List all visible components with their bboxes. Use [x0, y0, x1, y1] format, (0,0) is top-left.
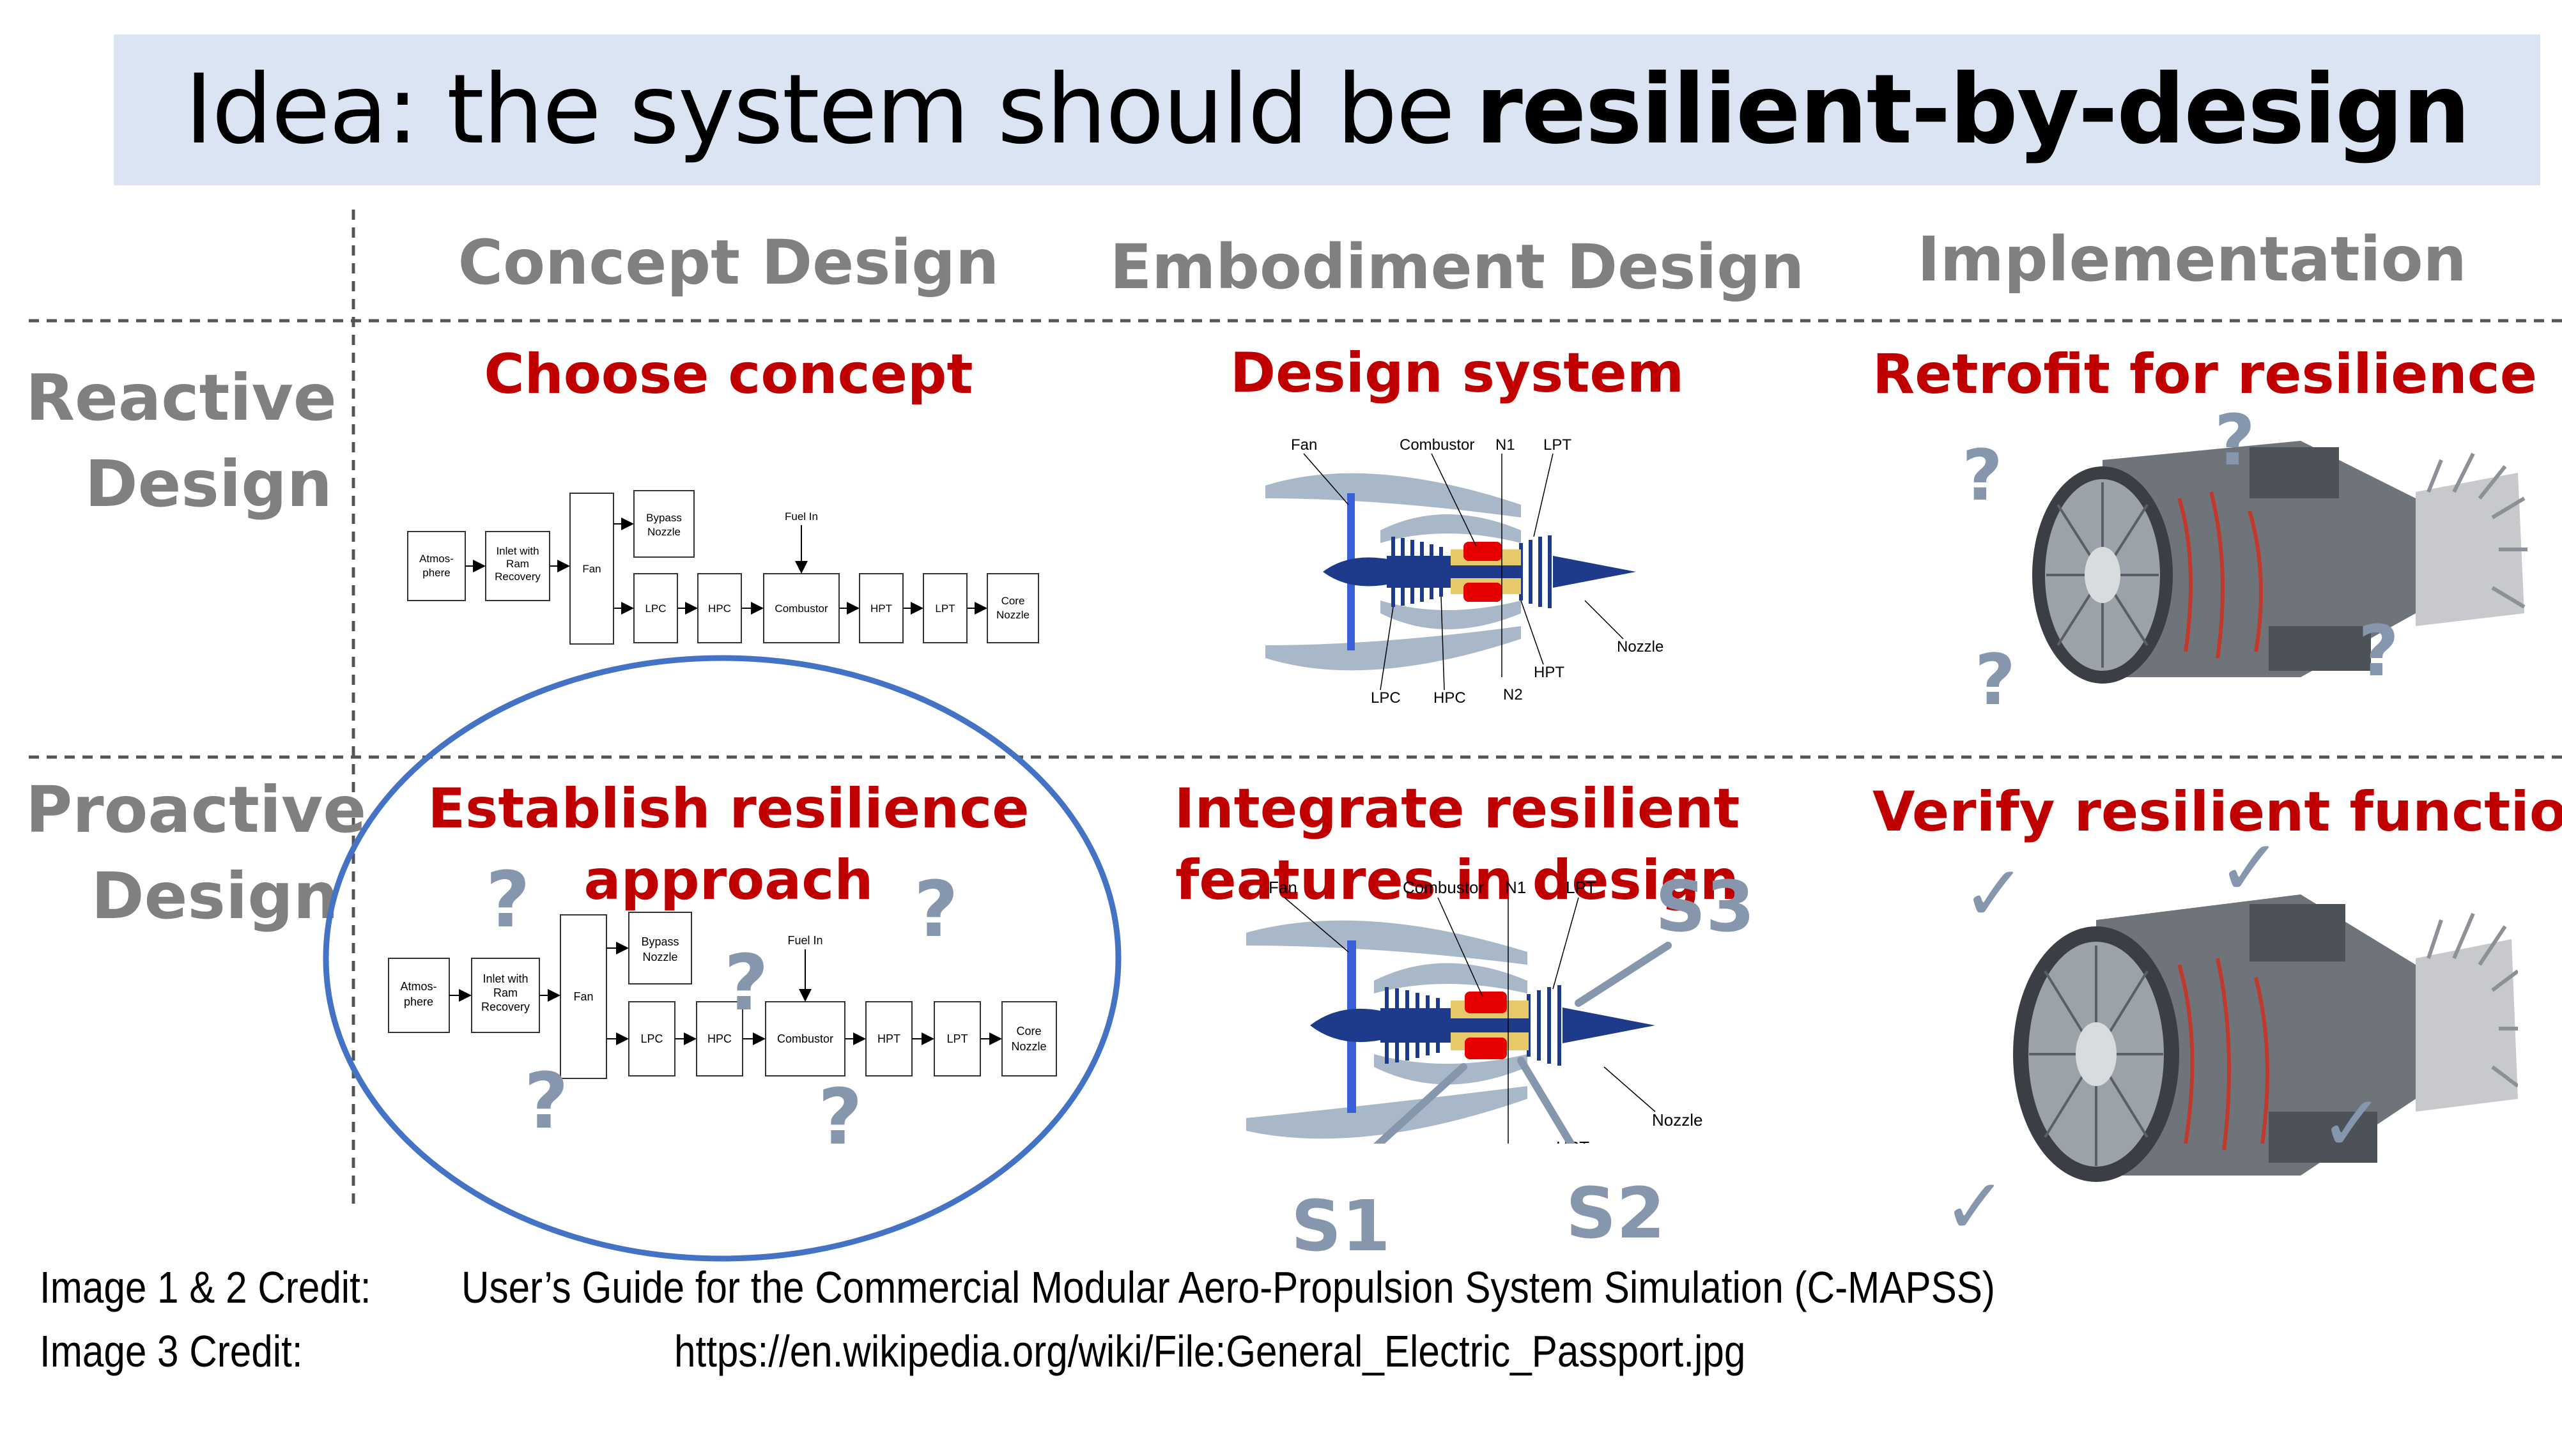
bd2-fan: Fan [573, 990, 593, 1003]
check-mark: ✓ [2320, 1080, 2384, 1169]
bd-atmosphere: Atmos- [419, 553, 454, 565]
engine-label-nozzle: Nozzle [1617, 638, 1663, 655]
sensor-s3-label: S3 [1655, 866, 1755, 947]
task-design-system: Design system [1230, 341, 1685, 405]
bd2-bypass-2: Nozzle [642, 951, 677, 963]
engine-label-n2: N2 [1503, 686, 1523, 703]
engine2-label-nozzle: Nozzle [1652, 1110, 1702, 1130]
bd2-inlet: Inlet with [482, 972, 528, 985]
engine-schematic-proactive: Fan Combustor N1 LPT Nozzle HPT LPC HPC … [1246, 878, 1702, 1144]
engine-label-fan: Fan [1291, 436, 1317, 454]
credit-label-1: Image 1 & 2 Credit: [40, 1262, 371, 1312]
engine2-label-fan: Fan [1269, 878, 1297, 897]
title-band [114, 34, 2540, 185]
question-mark: ? [524, 1057, 569, 1146]
turbofan-image-reactive [2032, 441, 2527, 684]
question-mark: ? [724, 939, 769, 1028]
row-header-reactive: Reactive Design [26, 355, 337, 527]
bd2-combustor: Combustor [777, 1032, 833, 1045]
task-retrofit: Retrofit for resilience [1872, 342, 2538, 406]
question-mark: ? [914, 866, 959, 954]
bd2-lpt: LPT [946, 1032, 968, 1045]
row-header-reactive-line1: Reactive [26, 360, 337, 435]
bd2-inlet-3: Recovery [481, 1000, 530, 1013]
task-establish-resilience: Establish resilience approach [409, 773, 1048, 916]
bd-fan: Fan [582, 563, 601, 575]
question-mark: ? [1962, 434, 2003, 516]
question-mark: ? [818, 1073, 863, 1162]
engine2-label-combustor: Combustor [1403, 878, 1484, 897]
column-header-concept: Concept Design [458, 227, 999, 298]
credit-text-2: https://en.wikipedia.org/wiki/File:Gener… [674, 1326, 1746, 1376]
engine-schematic-reactive: Fan Combustor N1 LPT Nozzle HPT LPC HPC … [1265, 436, 1663, 707]
bd-atmosphere-2: phere [422, 567, 450, 579]
question-mark: ? [2358, 610, 2399, 692]
task-verify-resilient: Verify resilient function [1872, 780, 2562, 844]
bd-inlet-2: Ram [506, 558, 529, 570]
column-header-embodiment: Embodiment Design [1109, 231, 1805, 303]
bd-core: Core [1001, 595, 1025, 607]
check-mark: ✓ [1962, 850, 2026, 939]
bd2-atmosphere: Atmos- [400, 980, 436, 993]
bd2-atmosphere-2: phere [404, 995, 433, 1008]
turbofan-image-proactive [2013, 894, 2518, 1182]
bd-hpt: HPT [870, 602, 892, 615]
row-header-proactive-line2: Design [91, 859, 339, 933]
engine-label-hpt: HPT [1534, 664, 1564, 681]
engine-label-n1: N1 [1495, 436, 1515, 454]
row-header-proactive: Proactive Design [26, 767, 367, 939]
task-choose-concept: Choose concept [484, 342, 973, 406]
slide-title: Idea: the system should be resilient-by-… [114, 34, 2540, 185]
bd-inlet-3: Recovery [495, 571, 541, 583]
check-mark: ✓ [2218, 824, 2282, 913]
bd2-lpc: LPC [640, 1032, 663, 1045]
engine-label-hpc: HPC [1433, 689, 1466, 707]
check-mark: ✓ [1943, 1163, 2007, 1252]
bd2-core: Core [1016, 1025, 1041, 1038]
task-integrate-resilient: Integrate resilient features in design [1138, 773, 1777, 916]
row-header-proactive-line1: Proactive [26, 772, 367, 847]
sensor-s1-label: S1 [1291, 1185, 1391, 1267]
bd2-hpc: HPC [707, 1032, 732, 1045]
engine-label-lpt: LPT [1543, 436, 1571, 454]
row-header-reactive-line2: Design [84, 447, 332, 521]
task-integrate-line2: features in design [1175, 848, 1739, 912]
bd-core-2: Nozzle [996, 609, 1030, 621]
bd2-inlet-2: Ram [493, 986, 518, 999]
credit-text-1: User’s Guide for the Commercial Modular … [461, 1262, 1995, 1312]
sensor-s2-label: S2 [1566, 1172, 1665, 1254]
engine-label-combustor: Combustor [1400, 436, 1474, 454]
bd-combustor: Combustor [775, 602, 828, 615]
bd-fuel: Fuel In [785, 510, 818, 523]
task-establish-line2: approach [583, 848, 874, 912]
question-mark: ? [1975, 639, 2016, 721]
bd-inlet: Inlet with [496, 545, 539, 557]
column-header-implementation: Implementation [1917, 224, 2467, 295]
bd2-core-2: Nozzle [1011, 1040, 1046, 1053]
bd2-bypass: Bypass [641, 935, 679, 948]
bd2-hpt: HPT [877, 1032, 900, 1045]
engine2-label-n1: N1 [1505, 878, 1526, 897]
question-mark: ? [2214, 399, 2255, 481]
task-integrate-line1: Integrate resilient [1174, 777, 1740, 841]
title-emphasis: resilient-by-design [1475, 54, 2471, 165]
task-establish-line1: Establish resilience [428, 777, 1030, 841]
engine2-label-lpt: LPT [1566, 878, 1596, 897]
bd-bypass-2: Nozzle [647, 526, 681, 538]
bd-bypass: Bypass [646, 512, 682, 524]
bd-hpc: HPC [708, 602, 731, 615]
question-mark: ? [486, 856, 530, 945]
bd-lpc: LPC [645, 602, 666, 615]
engine-label-lpc: LPC [1371, 689, 1401, 707]
credit-label-2: Image 3 Credit: [40, 1326, 303, 1376]
bd-lpt: LPT [935, 602, 955, 615]
bd2-fuel: Fuel In [787, 934, 822, 947]
title-prefix: Idea: the system should be [185, 54, 1455, 165]
